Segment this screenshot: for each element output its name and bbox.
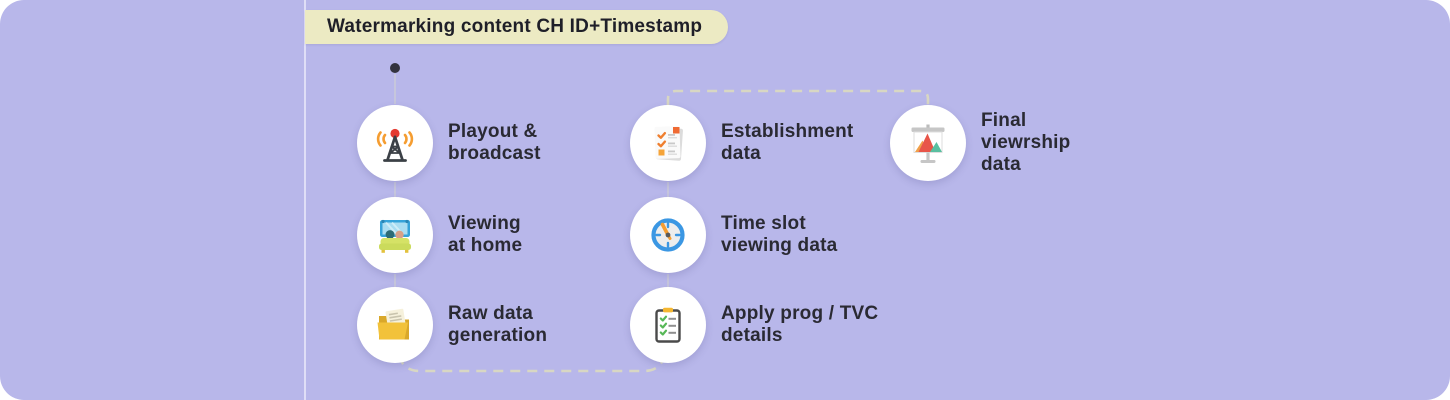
node-circle [357, 105, 433, 181]
broadcast-tower-icon [376, 128, 414, 162]
node-circle [630, 287, 706, 363]
node-circle [630, 105, 706, 181]
node-label: Establishment data [721, 121, 854, 164]
node-circle [357, 287, 433, 363]
node-label: Final viewrship data [981, 110, 1071, 175]
presentation-chart-icon [911, 124, 945, 163]
checklist-document-icon [654, 126, 683, 161]
node-raw-data-generation: Raw data generation [357, 287, 547, 363]
node-circle [890, 105, 966, 181]
folder-icon [377, 308, 409, 340]
node-label: Time slot viewing data [721, 213, 838, 256]
node-label: Playout & broadcast [448, 121, 541, 164]
clock-icon [651, 218, 685, 252]
node-apply-prog-tvc-details: Apply prog / TVC details [630, 287, 878, 363]
clipboard-check-icon [655, 307, 681, 343]
node-playout-broadcast: Playout & broadcast [357, 105, 541, 181]
node-time-slot-viewing-data: Time slot viewing data [630, 197, 837, 273]
node-viewing-at-home: Viewing at home [357, 197, 522, 273]
node-label: Viewing at home [448, 213, 523, 256]
node-label: Raw data generation [448, 303, 548, 346]
node-establishment-data: Establishment data [630, 105, 853, 181]
node-label: Apply prog / TVC details [721, 303, 879, 346]
node-circle [357, 197, 433, 273]
bed-tv-icon [379, 219, 411, 253]
vertical-divider-line [304, 0, 306, 400]
title-banner: Watermarking content CH ID+Timestamp [305, 10, 729, 44]
node-circle [630, 197, 706, 273]
bullet-dot [390, 63, 400, 73]
node-final-viewership-data: Final viewrship data [890, 105, 1070, 181]
page-title: Watermarking content CH ID+Timestamp [327, 16, 703, 37]
